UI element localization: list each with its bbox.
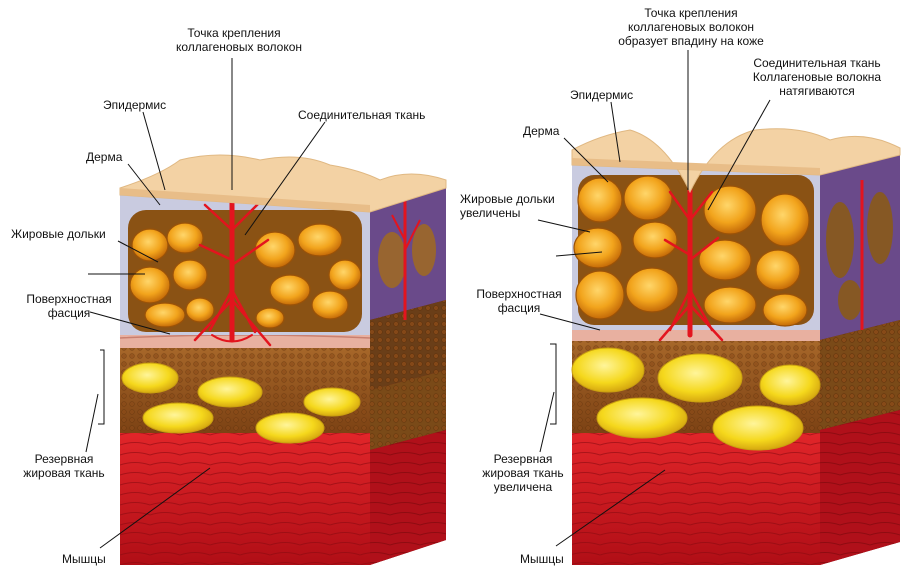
right-muscles-label: Мышцы [520, 552, 564, 566]
left-muscles-label: Мышцы [62, 552, 106, 566]
right-reserve-fat-cells [571, 347, 821, 451]
left-connective-tissue-label: Соединительная ткань [298, 108, 426, 122]
right-attachment-point-label: Точка крепления коллагеновых волокон обр… [618, 6, 764, 48]
left-superficial-fascia-label: Поверхностная фасция [26, 292, 112, 320]
right-dermis-label: Дерма [523, 124, 560, 138]
left-fat-lobules [129, 222, 362, 329]
leader-lines [85, 50, 771, 549]
left-epidermis-label: Эпидермис [103, 98, 167, 112]
right-fat-lobules-label: Жировые дольки увеличены [460, 192, 555, 220]
left-block [119, 154, 447, 565]
right-reserve-fat-label: Резервная жировая ткань увеличена [482, 452, 564, 494]
right-connective-tissue [658, 187, 724, 342]
left-fat-lobules-label: Жировые дольки [11, 227, 106, 241]
left-attachment-point-label: Точка крепления коллагеновых волокон [176, 26, 303, 54]
left-connective-tissue [193, 189, 272, 347]
right-fat-lobules [573, 175, 810, 327]
right-epidermis-label: Эпидермис [570, 88, 634, 102]
right-superficial-fascia-label: Поверхностная фасция [476, 287, 562, 315]
left-dermis-label: Дерма [86, 150, 123, 164]
left-reserve-fat-label: Резервная жировая ткань [23, 452, 105, 480]
right-connective-tissue-label: Соединительная ткань Коллагеновые волокн… [752, 56, 882, 98]
left-reserve-fat-cells [121, 362, 361, 444]
right-block [571, 128, 901, 565]
